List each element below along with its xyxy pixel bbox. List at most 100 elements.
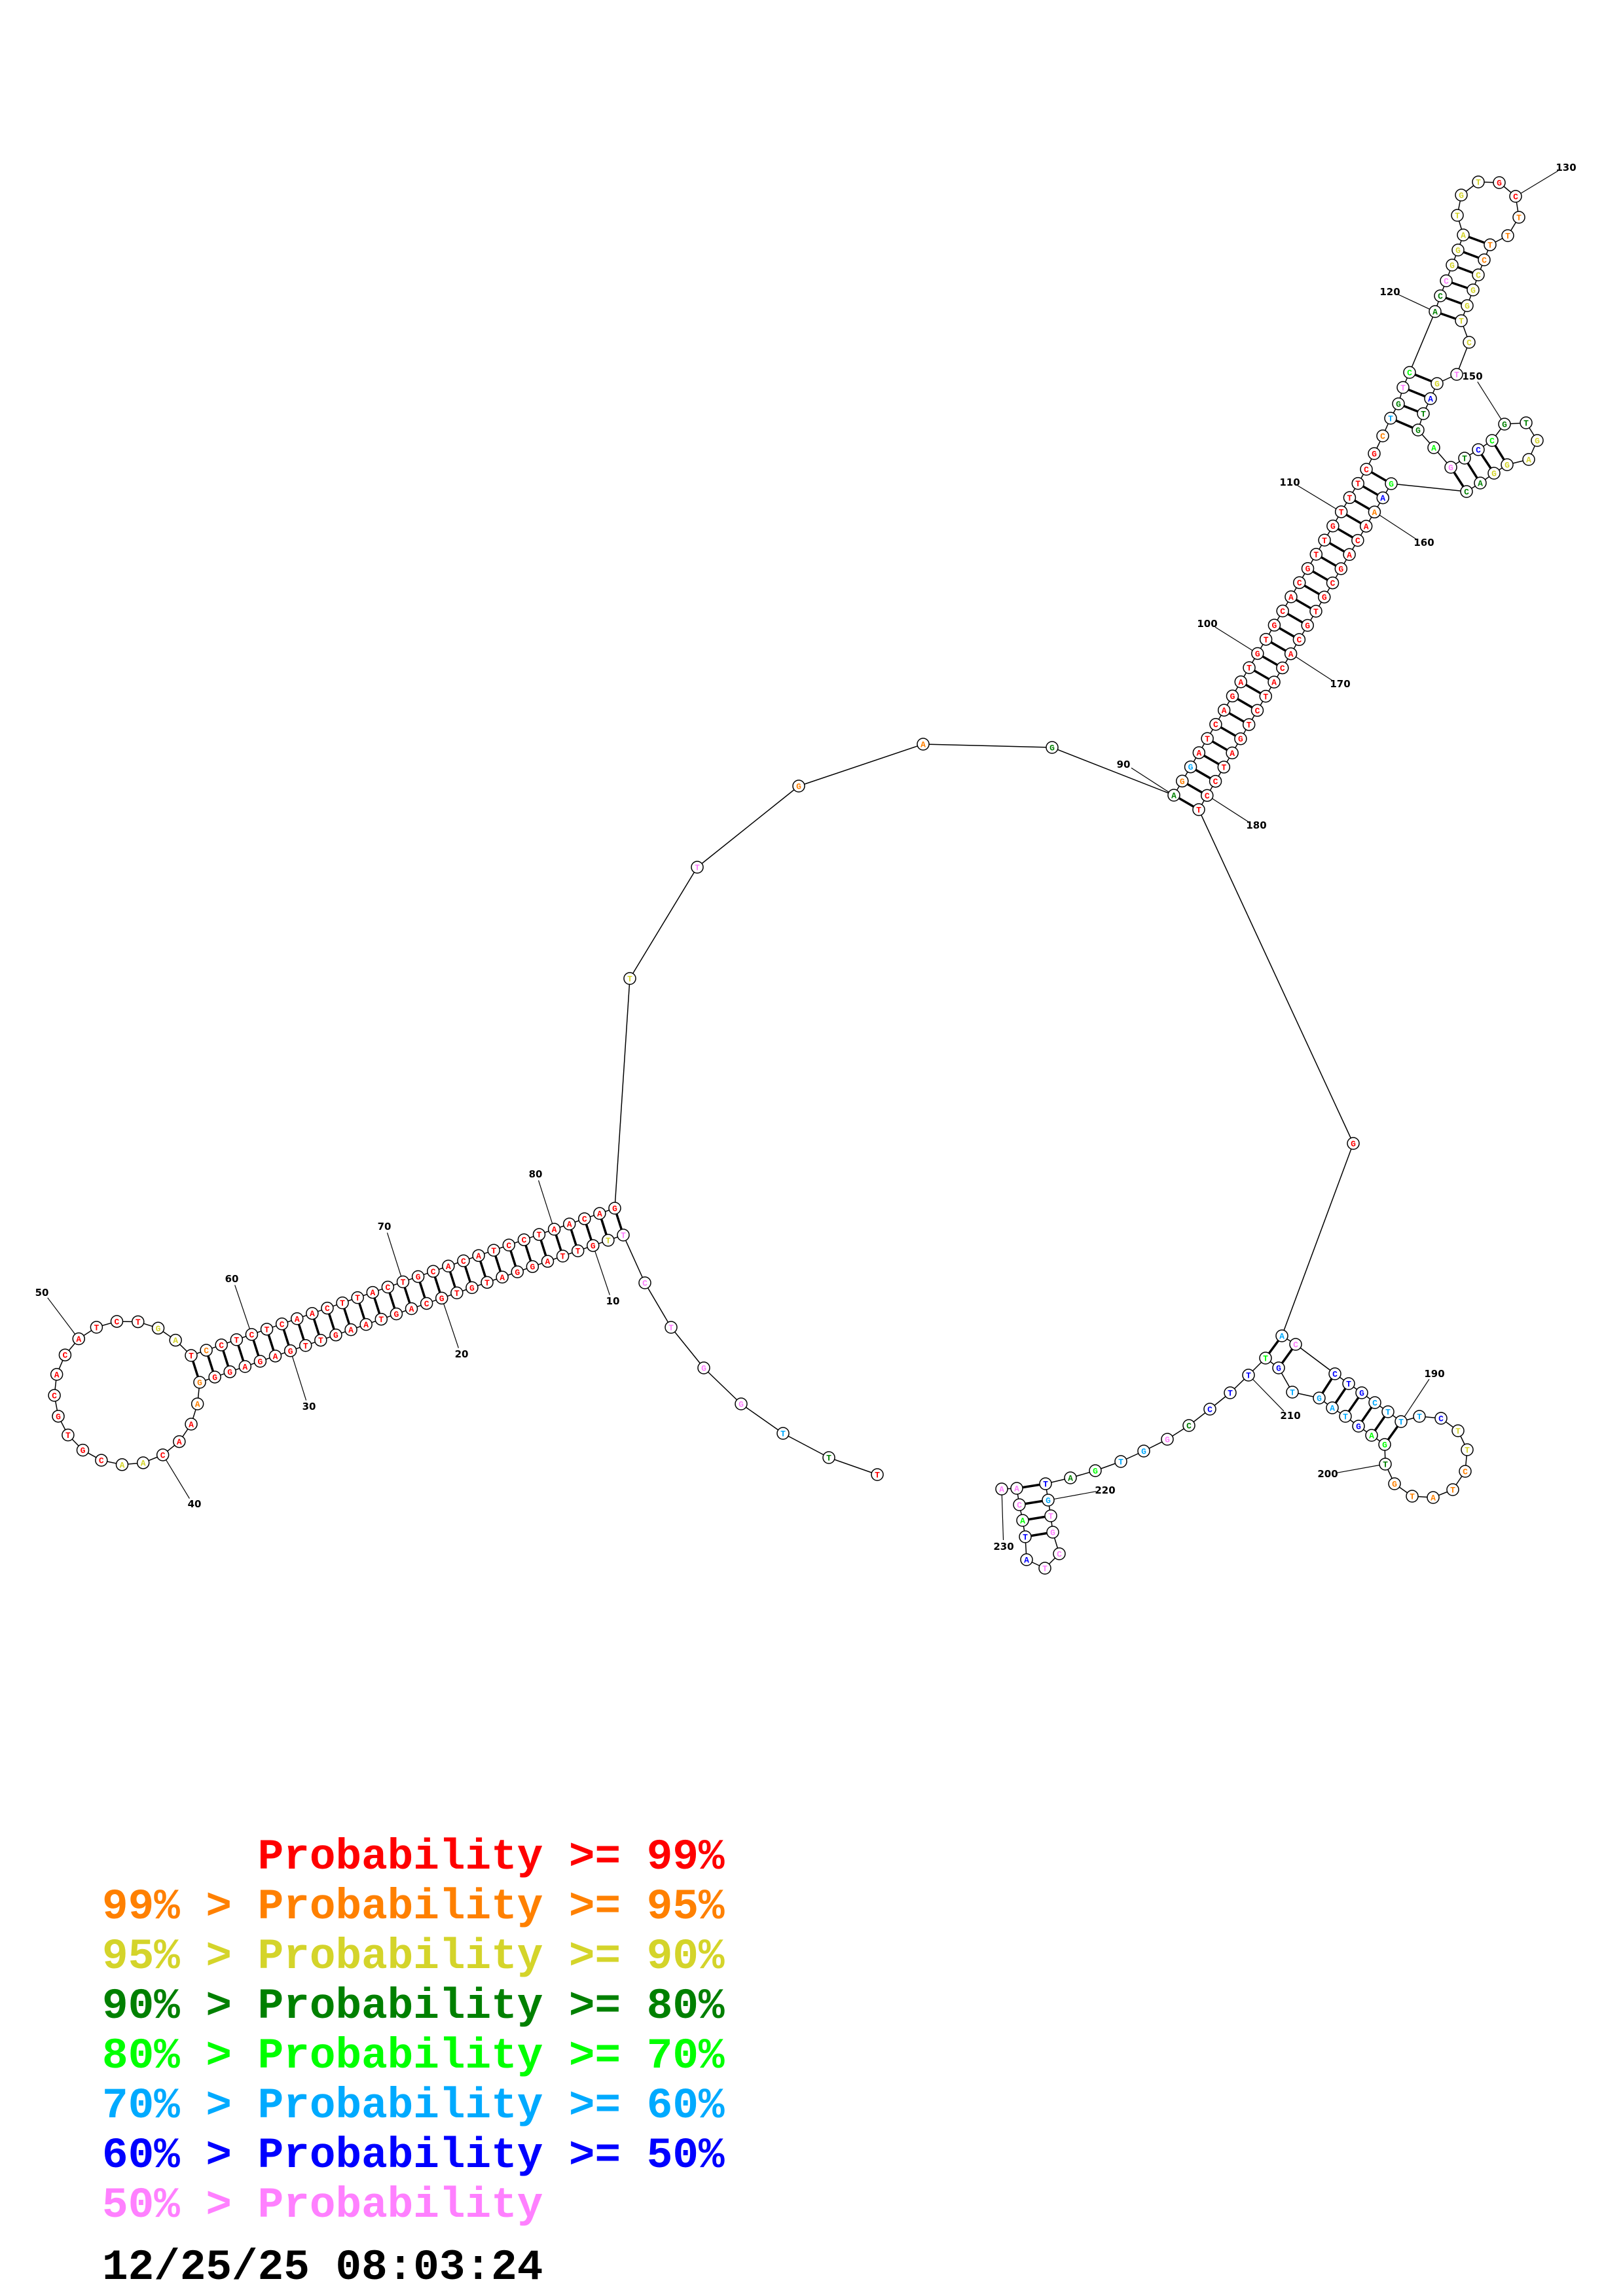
- position-label-160: 160: [1413, 537, 1434, 548]
- position-label-130: 130: [1556, 162, 1576, 173]
- nucleotide-228: C: [1013, 1498, 1026, 1511]
- nucleotide-circle: [593, 1207, 606, 1220]
- nucleotide-letter: A: [1369, 1431, 1374, 1441]
- nucleotide-circle: [1459, 1465, 1472, 1478]
- nucleotide-154: G: [1501, 458, 1514, 471]
- nucleotide-circle: [450, 1286, 464, 1300]
- nucleotide-letter: C: [1332, 1370, 1338, 1380]
- nucleotide-letter: A: [921, 740, 926, 750]
- nucleotide-147: T: [1458, 452, 1471, 465]
- position-label-leaders: [47, 170, 1559, 1541]
- nucleotide-letter: A: [1271, 678, 1277, 688]
- nucleotide-circle: [1531, 434, 1544, 447]
- nucleotide-circle: [617, 1229, 630, 1242]
- nucleotide-letter: C: [1463, 1467, 1468, 1477]
- nucleotide-letter: A: [1288, 649, 1294, 659]
- nucleotide-circle: [638, 1276, 651, 1289]
- nucleotide-210: T: [1242, 1369, 1255, 1382]
- nucleotide-circle: [90, 1321, 103, 1334]
- nucleotide-184: C: [1289, 1338, 1302, 1351]
- nucleotide-143: T: [1417, 407, 1430, 420]
- nucleotide-44: G: [76, 1443, 90, 1457]
- nucleotide-letter: G: [1382, 1441, 1387, 1450]
- nucleotide-83: A: [593, 1207, 606, 1220]
- nucleotide-circle: [208, 1371, 221, 1384]
- nucleotide-34: G: [223, 1365, 236, 1378]
- nucleotide-letter: G: [1255, 649, 1260, 659]
- legend-row-60: 70% > Probability >= 60%: [102, 2081, 725, 2130]
- nucleotide-90: A: [1167, 789, 1180, 802]
- nucleotide-circle: [1451, 1424, 1465, 1437]
- nucleotide-circle: [541, 1255, 555, 1268]
- nucleotide-209: T: [1259, 1352, 1272, 1365]
- nucleotide-circle: [1351, 533, 1364, 547]
- nucleotide-letter: G: [1415, 426, 1421, 436]
- nucleotide-166: G: [1317, 590, 1331, 603]
- nucleotide-letter: C: [1255, 706, 1260, 716]
- nucleotide-letter: T: [318, 1336, 323, 1346]
- nucleotide-circle: [390, 1307, 403, 1321]
- nucleotide-circle: [1368, 447, 1381, 460]
- nucleotide-18: G: [465, 1281, 479, 1295]
- nucleotide-28: T: [314, 1333, 327, 1347]
- nucleotide-letter: T: [1290, 1388, 1295, 1398]
- nucleotide-32: G: [253, 1355, 267, 1368]
- nucleotide-letter: G: [1372, 450, 1377, 459]
- nucleotide-circle: [268, 1350, 282, 1363]
- nucleotide-letter: G: [156, 1324, 161, 1334]
- nucleotide-163: A: [1343, 548, 1356, 562]
- nucleotide-circle: [411, 1270, 425, 1283]
- nucleotide-letter: C: [1355, 536, 1360, 546]
- nucleotide-letter: T: [1388, 414, 1393, 424]
- legend-row-99: Probability >= 99%: [102, 1833, 725, 1882]
- nucleotide-letter: T: [454, 1289, 460, 1299]
- nucleotide-62: C: [275, 1318, 289, 1331]
- position-label-leader: [1214, 626, 1253, 651]
- nucleotide-circle: [995, 1482, 1008, 1496]
- nucleotide-91: G: [1176, 774, 1189, 788]
- nucleotide-letter: A: [500, 1273, 505, 1283]
- nucleotide-circle: [1020, 1553, 1033, 1566]
- nucleotide-89: G: [1046, 741, 1059, 754]
- nucleotide-circle: [1272, 1361, 1285, 1374]
- backbone-segment: [1409, 311, 1436, 373]
- nucleotide-115: C: [1376, 429, 1389, 442]
- nucleotide-circle: [1276, 604, 1289, 618]
- nucleotide-200: T: [1379, 1458, 1392, 1471]
- nucleotide-174: C: [1250, 704, 1264, 717]
- nucleotide-letter: T: [1383, 1460, 1388, 1470]
- nucleotide-82: C: [578, 1212, 591, 1225]
- nucleotide-letter: G: [1535, 437, 1540, 446]
- nucleotide-letter: A: [370, 1288, 375, 1298]
- nucleotide-letter: T: [1228, 1389, 1233, 1399]
- nucleotide-48: A: [50, 1368, 64, 1381]
- nucleotide-letter: C: [160, 1450, 166, 1460]
- nucleotide-letter: G: [1165, 1435, 1170, 1445]
- nucleotide-11: T: [571, 1244, 585, 1257]
- nucleotide-letter: T: [1221, 763, 1226, 773]
- nucleotide-3: T: [776, 1427, 790, 1440]
- nucleotide-letter: A: [1279, 1332, 1285, 1342]
- nucleotide-circle: [1384, 412, 1397, 425]
- nucleotide-letter: A: [1330, 1404, 1335, 1414]
- nucleotide-63: A: [291, 1312, 304, 1325]
- nucleotide-circle: [1360, 463, 1373, 476]
- nucleotide-190: T: [1395, 1415, 1408, 1428]
- nucleotide-circle: [472, 1249, 485, 1263]
- nucleotide-58: C: [215, 1338, 228, 1352]
- position-label-leader: [1212, 798, 1249, 823]
- nucleotide-letter: A: [476, 1251, 481, 1261]
- nucleotide-130: C: [1509, 190, 1522, 203]
- nucleotide-letter: G: [1351, 1139, 1356, 1149]
- nucleotide-circle: [1381, 1405, 1395, 1418]
- nucleotide-199: G: [1388, 1477, 1401, 1490]
- nucleotide-204: T: [1339, 1410, 1352, 1423]
- nucleotide-45: T: [62, 1428, 75, 1442]
- nucleotide-letter: G: [1392, 1480, 1397, 1490]
- nucleotide-circle: [1267, 675, 1281, 689]
- nucleotide-letter: C: [461, 1257, 466, 1266]
- nucleotide-circle: [1343, 548, 1356, 562]
- nucleotide-123: G: [1446, 259, 1459, 272]
- nucleotide-circle: [1351, 476, 1364, 490]
- position-label-190: 190: [1424, 1368, 1444, 1380]
